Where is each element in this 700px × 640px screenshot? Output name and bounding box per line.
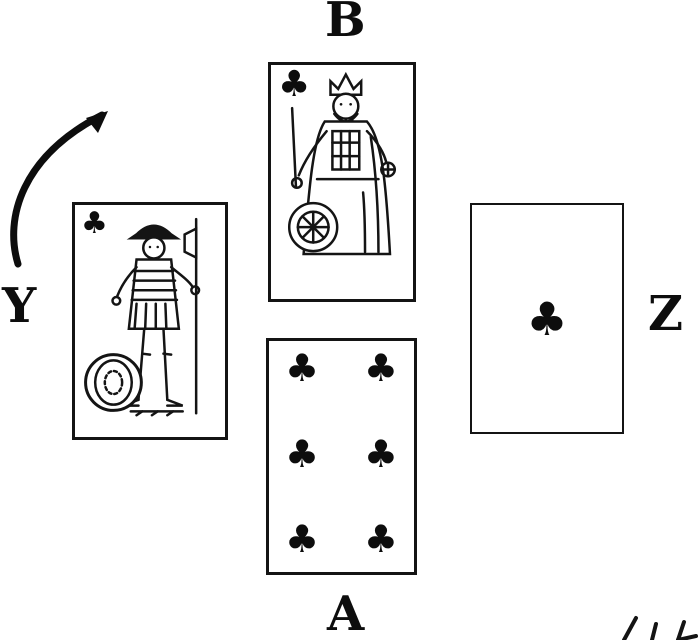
play-direction-arrow [2,111,108,270]
card-jack-of-clubs: ♣ [72,202,228,440]
club-pip: ♣ [363,346,398,390]
club-pip: ♣ [526,291,568,346]
pip-grid: ♣ ♣ ♣ ♣ ♣ ♣ [269,341,414,572]
club-pip: ♣ [363,431,398,476]
club-pip: ♣ [363,517,398,561]
club-pip: ♣ [81,206,108,241]
position-label-north: B [325,0,366,48]
position-label-south: A [327,586,365,640]
position-label-west: Y [2,278,37,334]
jack-figure [75,205,225,437]
card-king-of-clubs: ♣ [268,62,416,302]
club-pip: ♣ [285,517,320,561]
card-ace-of-clubs: ♣ [470,203,624,434]
club-pip: ♣ [285,346,320,390]
club-pip: ♣ [278,64,311,105]
card-six-of-clubs: ♣ ♣ ♣ ♣ ♣ ♣ [266,338,417,575]
cropped-print-fragment [622,614,700,640]
king-figure [271,65,413,299]
club-pip: ♣ [285,431,320,476]
position-label-east: Z [648,286,684,342]
